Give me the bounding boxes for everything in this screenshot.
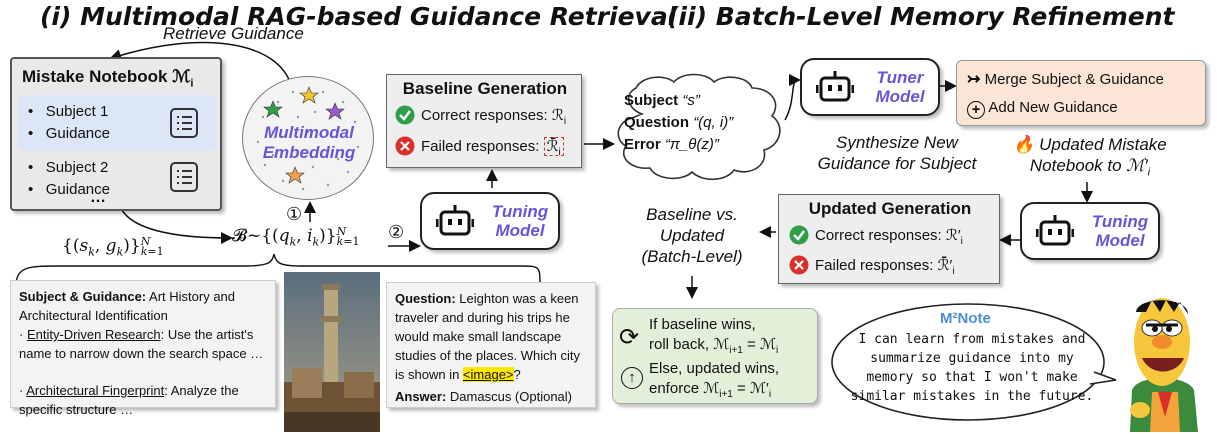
- enforce-text: Else, updated wins, enforce ℳi+1 = ℳ′i: [649, 360, 780, 400]
- robot-icon: [436, 205, 474, 236]
- fire-icon: 🔥: [1013, 135, 1035, 154]
- notebook-actions: ↣ Merge Subject & Guidance + Add New Gui…: [956, 60, 1206, 126]
- tuning-model-label: Tuning Model: [491, 202, 549, 240]
- rollback-icon: ⟳: [619, 324, 640, 351]
- robot-icon: [1036, 215, 1074, 246]
- tuning-model-right: Tuning Model: [1020, 202, 1160, 260]
- robot-icon: [816, 71, 854, 102]
- list-icon: [170, 108, 198, 138]
- updated-failed: Failed responses: ℛ̄′i: [815, 257, 955, 277]
- cloud-subject: Subject “s”: [624, 92, 700, 109]
- step-two-label: ②: [388, 222, 405, 242]
- synthesize-label: Synthesize New Guidance for Subject: [817, 133, 977, 173]
- updated-title: Updated Generation: [808, 199, 972, 218]
- merge-icon: ↣: [967, 71, 981, 88]
- entry-subject: • Subject 1: [28, 103, 109, 120]
- painting-image: [284, 272, 380, 432]
- baseline-correct: Correct responses: ℛi: [421, 107, 567, 127]
- retrieve-guidance-label: Retrieve Guidance: [163, 24, 304, 43]
- add-action: + Add New Guidance: [967, 99, 1118, 119]
- tuner-model: Tuner Model: [800, 58, 940, 116]
- list-icon: [170, 162, 198, 192]
- check-icon: [395, 105, 415, 125]
- right-section-title: (ii) Batch-Level Memory Refinement: [667, 2, 1175, 31]
- m2note-brand: M²Note: [940, 310, 991, 327]
- embedding-dots: [256, 86, 360, 191]
- check-icon: [789, 225, 809, 245]
- notebook-more: …: [90, 189, 106, 206]
- merge-action: ↣ Merge Subject & Guidance: [967, 71, 1164, 88]
- updated-generation: Updated Generation Correct responses: ℛ′…: [778, 194, 1000, 284]
- speech-bubble: [831, 303, 1117, 421]
- left-section-title: (i) Multimodal RAG-based Guidance Retrie…: [40, 2, 677, 31]
- notebook-title: Mistake Notebook ℳi: [22, 67, 194, 90]
- mascot-illustration: [1130, 298, 1198, 432]
- entry-guidance: • Guidance: [28, 125, 110, 142]
- subject-guidance-panel: Subject & Guidance: Art History and Arch…: [10, 280, 276, 417]
- image-tag: <image>: [462, 367, 514, 382]
- add-icon: +: [967, 101, 985, 119]
- tuning-model-label: Tuning Model: [1091, 212, 1149, 250]
- guidance-bullet-2: · Architectural Fingerprint: Analyze the…: [19, 383, 239, 417]
- subject-guidance-text: Subject & Guidance: Art History and Arch…: [19, 289, 236, 323]
- updated-notebook-label: 🔥 Updated Mistake Notebook to ℳ′i: [1013, 135, 1167, 179]
- entry-guidance: • Guidance: [28, 181, 110, 198]
- speech-text: I can learn from mistakes and summarize …: [850, 332, 1094, 404]
- cloud-question: Question “(q, i)”: [624, 114, 734, 131]
- embedding-line2: Embedding: [262, 143, 356, 162]
- mistake-notebook: Mistake Notebook ℳi • Subject 1 • Guidan…: [10, 57, 222, 211]
- notebook-entry-2: • Subject 2 • Guidance: [18, 155, 216, 205]
- notebook-entry-1: • Subject 1 • Guidance: [18, 95, 216, 151]
- baseline-failed: Failed responses: ℛ̄i: [421, 137, 564, 158]
- question-text: Question: Leighton was a keen traveler a…: [395, 291, 580, 382]
- answer-text: Answer: Damascus (Optional): [395, 389, 573, 404]
- guidance-bullet-1: · Entity-Driven Research: Use the artist…: [19, 327, 264, 361]
- updated-correct: Correct responses: ℛ′i: [815, 227, 963, 247]
- enforce-icon: ↑: [621, 367, 643, 389]
- question-panel: Question: Leighton was a keen traveler a…: [386, 282, 596, 408]
- error-cloud: [617, 73, 781, 181]
- embedding-line1: Multimodal: [264, 123, 354, 142]
- step-one-label: ①: [286, 204, 303, 224]
- tuner-model-label: Tuner Model: [875, 68, 925, 106]
- cross-icon: [395, 136, 415, 156]
- baseline-generation: Baseline Generation Correct responses: ℛ…: [386, 74, 582, 168]
- cross-icon: [789, 255, 809, 275]
- baseline-title: Baseline Generation: [402, 79, 568, 98]
- tuning-model-left: Tuning Model: [420, 192, 560, 250]
- cloud-error: Error “π_θ(z)”: [624, 136, 719, 153]
- decision-box: ⟳ If baseline wins, roll back, ℳi+1 = ℳi…: [612, 308, 818, 404]
- entry-subject: • Subject 2: [28, 159, 109, 176]
- cloud-content: Subject “s” Question “(q, i)” Error “π_θ…: [624, 90, 733, 156]
- multimodal-embedding: Multimodal Embedding: [242, 76, 374, 200]
- rollback-text: If baseline wins, roll back, ℳi+1 = ℳi: [649, 316, 779, 356]
- comparison-label: Baseline vs. Updated (Batch-Level): [641, 205, 743, 266]
